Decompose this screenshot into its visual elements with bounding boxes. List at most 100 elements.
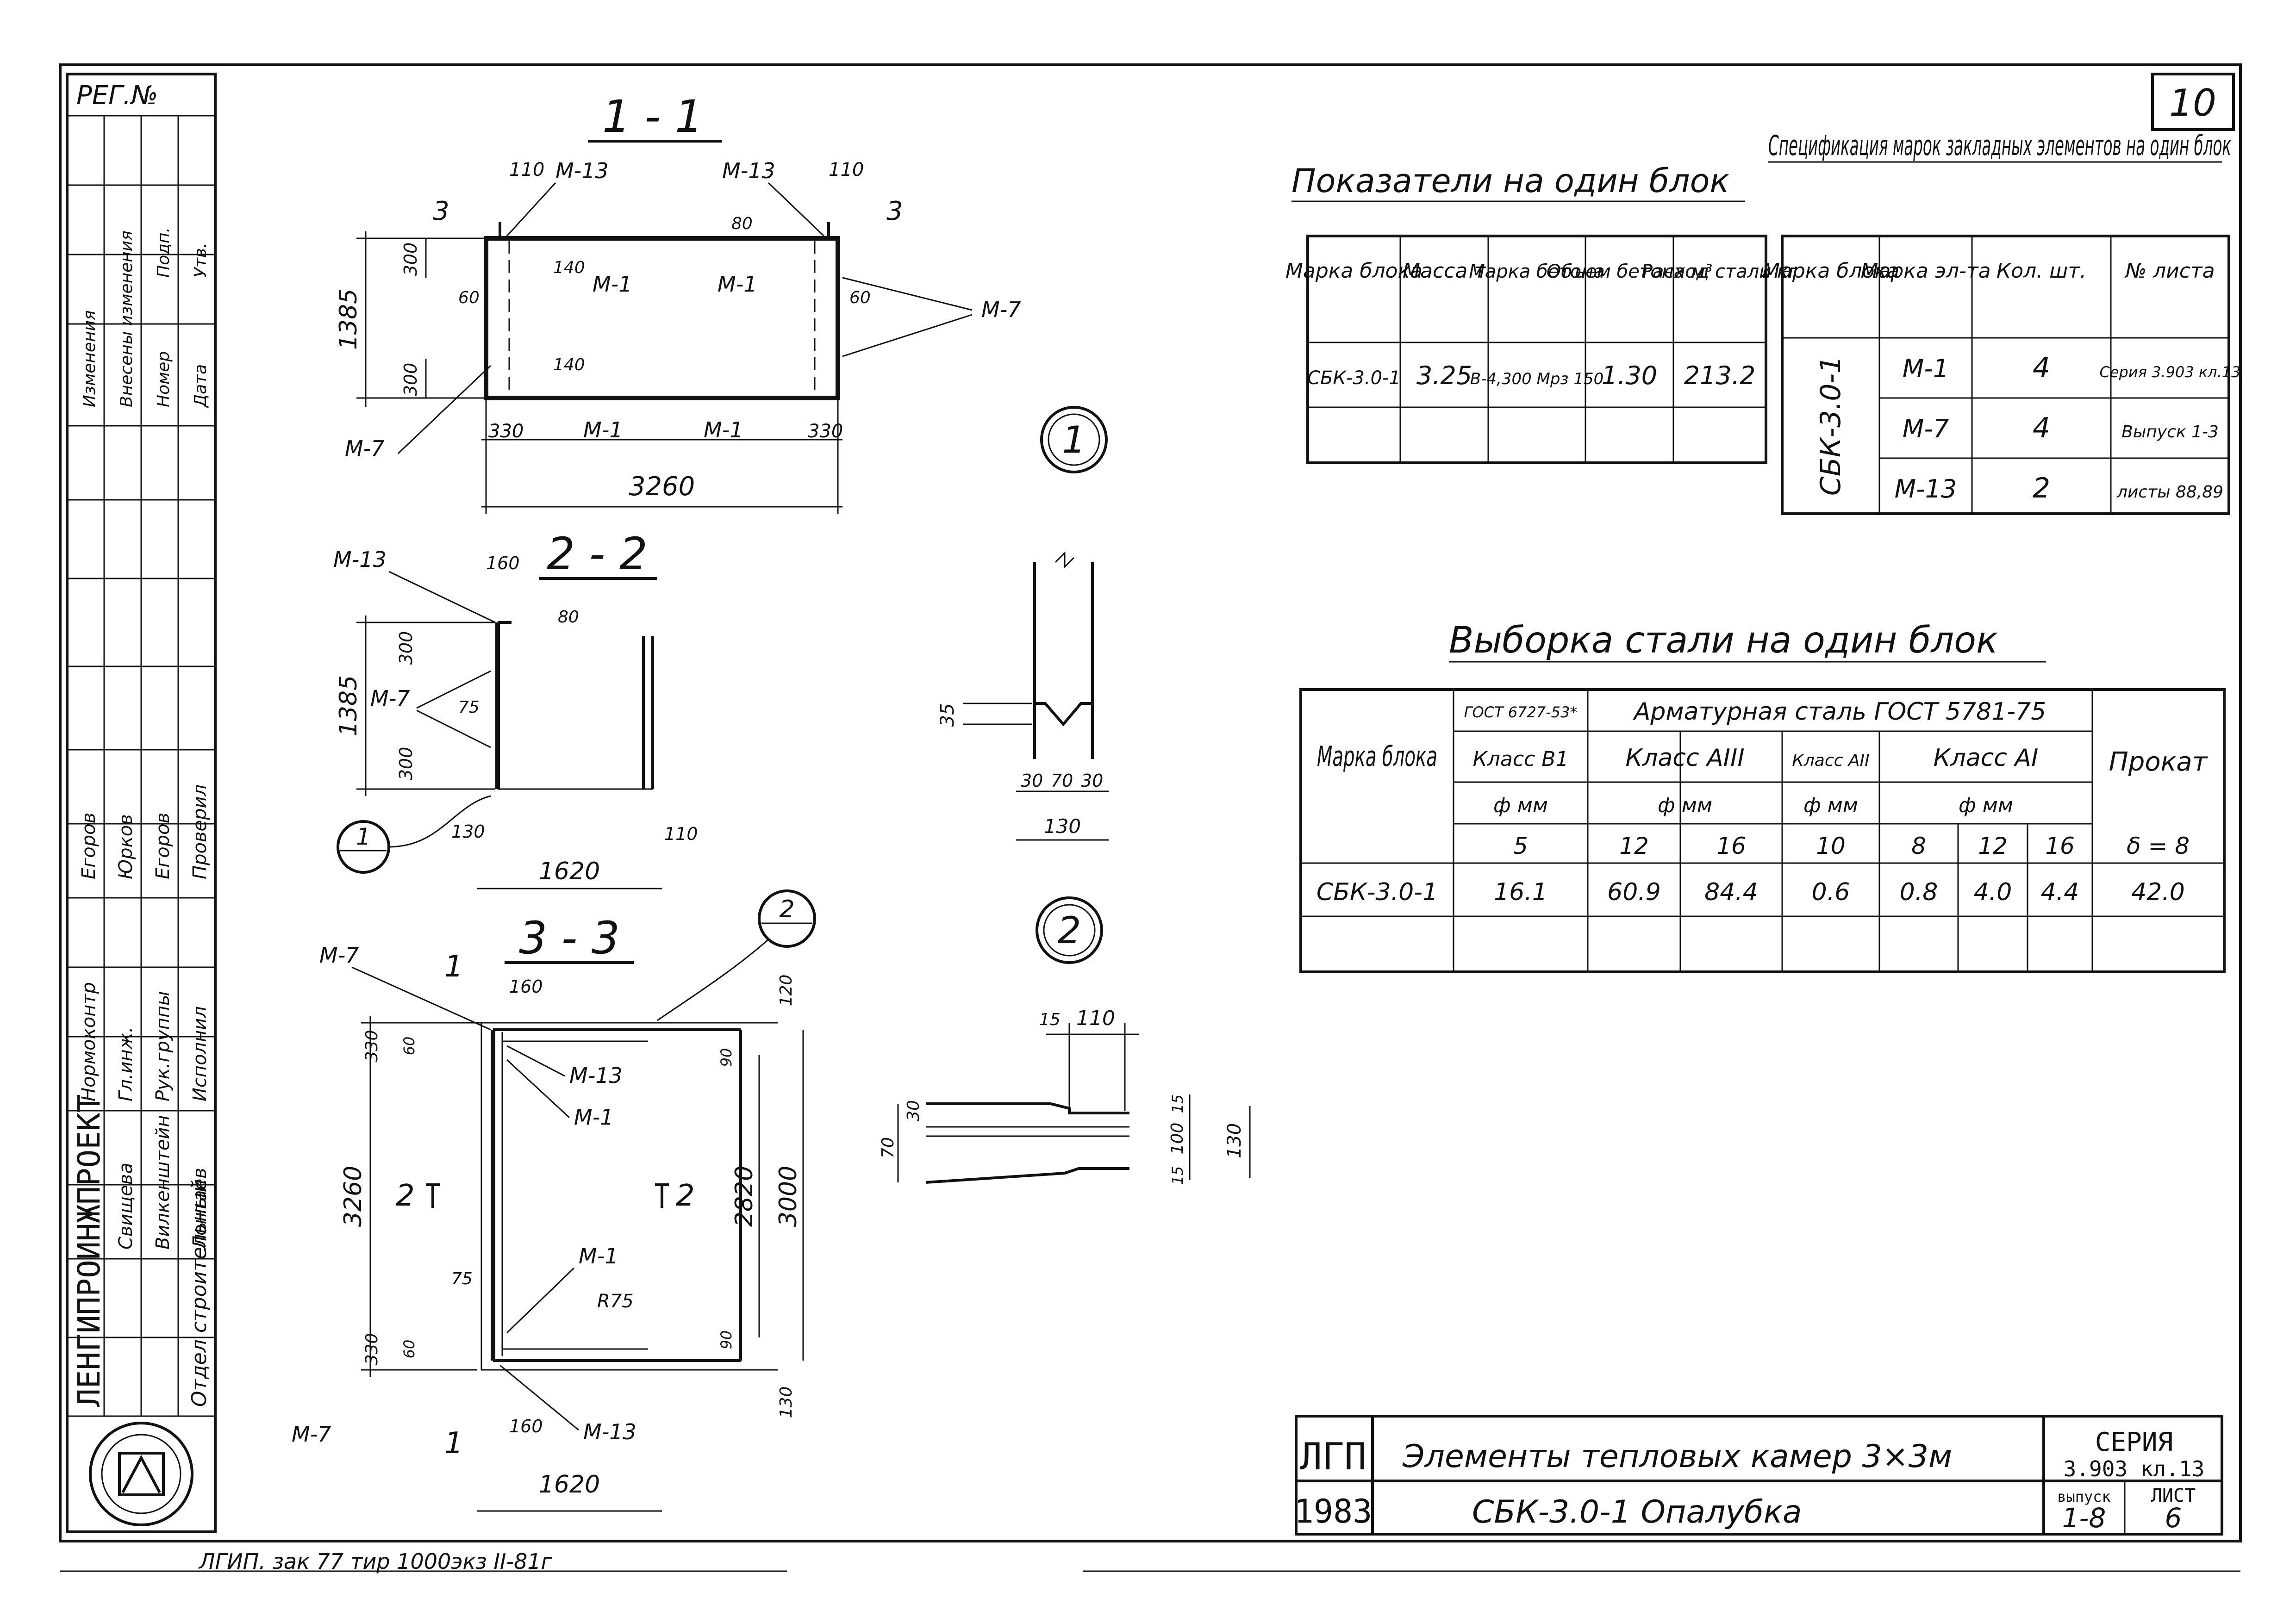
indicators-cell-1: СБК-3.0-1: [1307, 367, 1401, 389]
section-1-1-outline: [484, 236, 840, 400]
dim-3-3-330-bottom: 330: [362, 1333, 381, 1365]
steel-title: Выборка стали на один блок: [1449, 620, 1998, 661]
changes-header-1: Изменения: [80, 310, 99, 407]
dim-1-1-110-right: 110: [829, 159, 864, 180]
dim-3-3-160-top: 160: [509, 976, 543, 997]
section-3-3-title: 3 - 3: [519, 912, 620, 964]
detail-2-dim-100: 100: [1168, 1123, 1187, 1155]
embedded-spec-sheet-1: Серия 3.903 кл.13: [2099, 363, 2240, 381]
mark-1-1-m7-right: М-7: [981, 297, 1021, 322]
steel-prokat: Прокат: [2109, 747, 2208, 777]
embedded-spec-header-3: Кол. шт.: [1997, 259, 2086, 283]
section-2-2-title: 2 - 2: [547, 528, 648, 580]
embedded-spec-sheet-2: Выпуск 1-3: [2121, 423, 2219, 442]
dim-2-2-160: 160: [486, 553, 520, 573]
steel-header-block: Марка блока: [1317, 740, 1437, 773]
title-series-value: 3.903 кл.13: [2064, 1456, 2205, 1481]
changes-header-2: Внесены изменения: [117, 230, 136, 407]
steel-dia-8: δ = 8: [2127, 833, 2190, 859]
callout-2-2-1: 1: [356, 823, 371, 850]
changes-col-2: Дата: [191, 364, 210, 408]
dim-1-1-length: 3260: [629, 472, 695, 502]
steel-dia-2: 12: [1619, 833, 1649, 859]
indicators-cell-4: 1.30: [1602, 361, 1657, 390]
org-name: ЛЕНГИПРОИНЖПРОЕКТ: [71, 1094, 107, 1407]
page-number: 10: [2169, 81, 2216, 124]
dim-1-1-height: 1385: [335, 289, 362, 350]
steel-row-v1: 16.1: [1494, 878, 1547, 906]
indicators-header-4: Объем бетона м³: [1547, 261, 1713, 282]
changes-col-1: Номер: [154, 351, 173, 407]
detail-1-dim-35: 35: [937, 703, 958, 727]
org-dept: Отдел строительный: [187, 1179, 211, 1407]
dim-1-1-60-right: 60: [849, 288, 871, 307]
steel-phi-3: ф мм: [1803, 794, 1858, 817]
mark-1-1-m1-c: М-1: [583, 417, 623, 442]
embedded-spec-mark-1: М-1: [1903, 354, 1949, 383]
dim-1-1-60-left: 60: [458, 288, 480, 307]
detail-1-dim-30-left: 30: [1021, 771, 1043, 791]
indicators-cell-3: В-4,300 Мрз 150: [1470, 370, 1603, 388]
dim-3-3-90-top: 90: [718, 1048, 735, 1067]
dim-1-1-80: 80: [731, 214, 753, 233]
dim-3-3-60-bottom: 60: [400, 1340, 418, 1359]
indicators-header-5: Расход стали кг: [1641, 261, 1798, 282]
dim-2-2-width: 1620: [539, 858, 600, 885]
indicators-title: Показатели на один блок: [1292, 162, 1729, 200]
person-6: Лонтаев: [189, 1168, 211, 1250]
title-issue-value: 1-8: [2062, 1502, 2106, 1534]
person-5: Вилкенштейн: [152, 1115, 174, 1250]
steel-row-v7: 4.4: [2041, 878, 2079, 906]
dim-2-2-height: 1385: [335, 675, 362, 736]
dim-3-3-330-top: 330: [362, 1030, 381, 1062]
person-4: Свищева: [115, 1163, 137, 1250]
indicators-header-3: Марка бетона: [1469, 261, 1605, 282]
detail-2-label: 2: [1058, 909, 1081, 952]
dim-3-3-3260: 3260: [339, 1166, 367, 1227]
embedded-spec-block: СБК-3.0-1: [1815, 356, 1847, 496]
mark-1-1-m13-right: М-13: [722, 158, 775, 183]
mark-3-3-r75: R75: [597, 1291, 634, 1312]
dim-3-3-160-bottom: 160: [509, 1416, 543, 1436]
mark-2-2-m13: М-13: [333, 547, 387, 572]
embedded-spec-header-4: № листа: [2124, 259, 2215, 283]
steel-dia-5: 8: [1911, 833, 1926, 859]
dim-1-1-330-left: 330: [488, 421, 524, 442]
stamp-role-4: Исполнил: [189, 1006, 211, 1101]
detail-1-dim-130: 130: [1044, 815, 1081, 838]
person-2: Юрков: [115, 814, 137, 879]
section-1-1: 1 - 1 1385 300 300 110 110 80 140 140 60…: [335, 91, 1021, 514]
embedded-spec-qty-1: 4: [2033, 352, 2050, 384]
stamp-role-5: Проверил: [189, 784, 211, 879]
dim-1-1-110-left: 110: [509, 159, 544, 180]
dim-1-1-300-top: 300: [400, 243, 421, 276]
section-1-1-title: 1 - 1: [602, 91, 703, 143]
label-3-3-1-bottom: 1: [444, 1426, 463, 1461]
mark-3-3-m1-bottom: М-1: [579, 1244, 618, 1269]
label-3-3-2-right: 2: [676, 1179, 695, 1213]
embedded-spec-table: Спецификация марок закладных элементов н…: [1762, 130, 2241, 515]
steel-dia-7: 16: [2045, 833, 2075, 859]
stamp-role-1: Нормоконтр: [78, 982, 100, 1101]
embedded-spec-mark-3: М-13: [1895, 474, 1957, 504]
embedded-spec-qty-3: 2: [2033, 472, 2050, 504]
dim-2-2-80: 80: [558, 608, 579, 627]
embedded-spec-mark-2: М-7: [1903, 414, 1949, 443]
steel-dia-1: 5: [1513, 833, 1528, 859]
org-seal-icon: [89, 1422, 193, 1526]
title-sheet-value: 6: [2165, 1502, 2182, 1534]
detail-2-dim-130: 130: [1224, 1123, 1245, 1158]
steel-class-a1: Класс АI: [1934, 744, 2039, 772]
steel-row-v2: 60.9: [1607, 878, 1661, 906]
dim-3-3-60-top: 60: [400, 1037, 418, 1056]
section-2-2: 2 - 2 1385 160 80 300 300 75 130 1620 11…: [333, 528, 698, 889]
section-3-3: 3 - 3 3260 2820 3000 160 160 330 60 120 …: [292, 889, 816, 1512]
mark-1-1-m1-d: М-1: [704, 417, 743, 442]
title-year: 1983: [1294, 1492, 1373, 1530]
dim-3-3-2820: 2820: [730, 1166, 758, 1227]
embedded-spec-sheet-3: листы 88,89: [2116, 483, 2223, 502]
dim-2-2-75: 75: [458, 698, 480, 717]
steel-class-a2: Класс АII: [1792, 751, 1870, 770]
cut-label-3-left: 3: [433, 196, 449, 226]
steel-phi-4: ф мм: [1959, 794, 2013, 817]
